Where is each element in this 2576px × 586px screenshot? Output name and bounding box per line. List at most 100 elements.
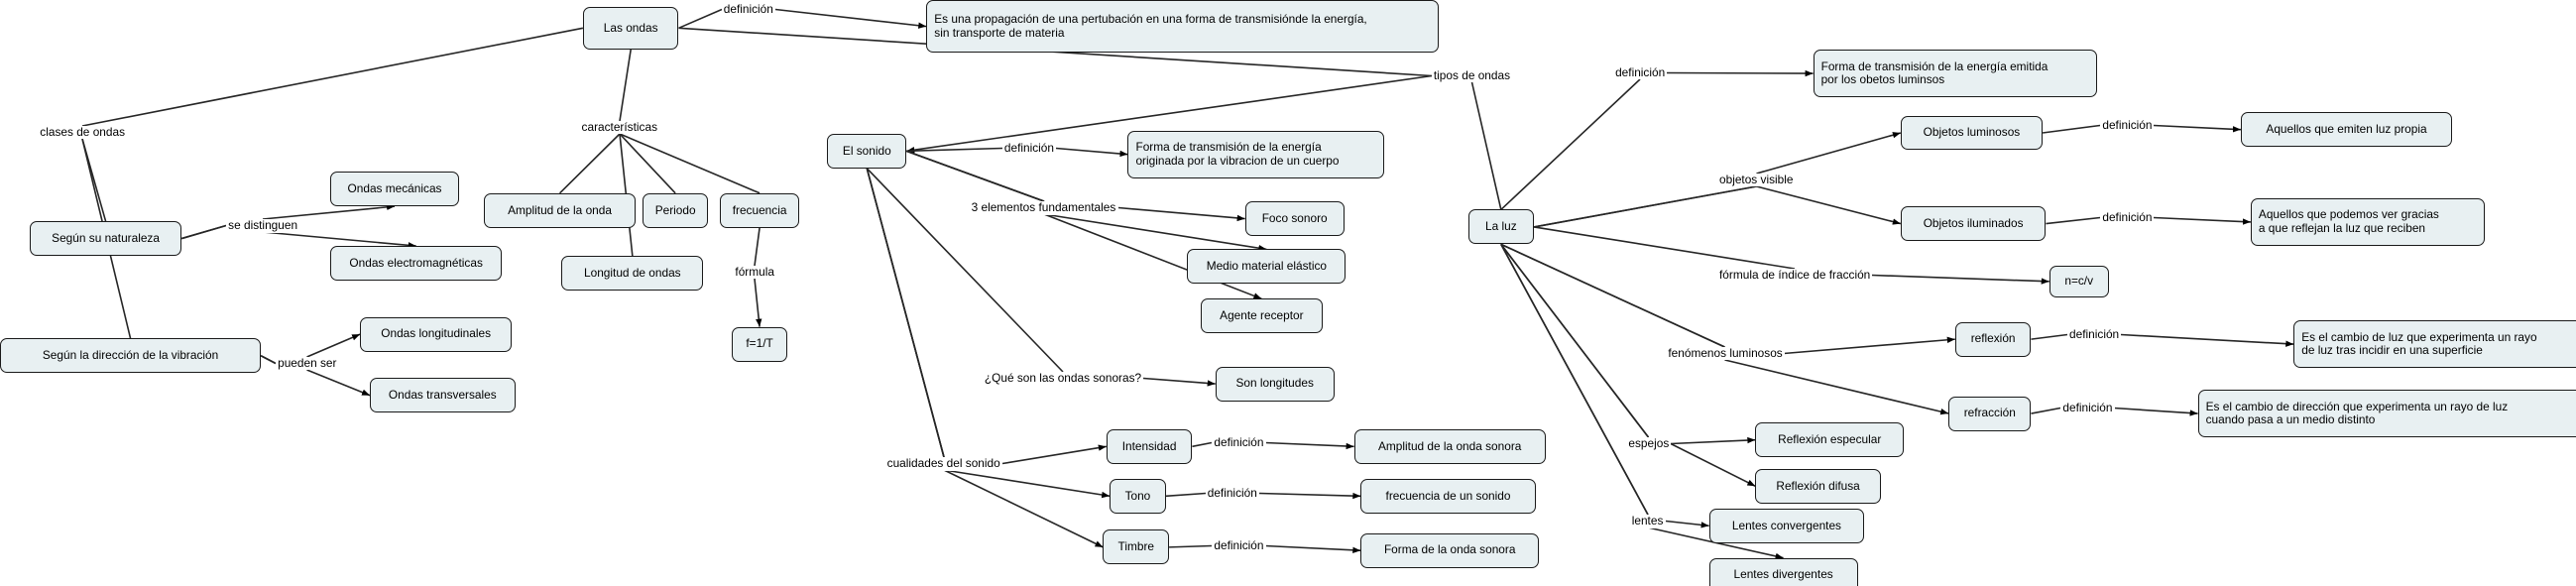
node-reflexion_espec[interactable]: Reflexión especular — [1755, 422, 1905, 458]
node-obj_luminosos[interactable]: Objetos luminosos — [1900, 115, 2044, 151]
connector — [2031, 407, 2061, 414]
node-def_refraccion[interactable]: Es el cambio de dirección que experiment… — [2197, 389, 2576, 438]
edge-label-l_def_intensidad: definición — [1212, 434, 1266, 449]
connector — [906, 150, 1045, 202]
connector — [774, 8, 927, 29]
node-longitudinales[interactable]: Ondas longitudinales — [360, 316, 513, 352]
node-direccion[interactable]: Según la dirección de la vibración — [0, 338, 262, 374]
connector — [1117, 206, 1245, 222]
connector — [678, 8, 723, 30]
node-foco_sonoro[interactable]: Foco sonoro — [1244, 201, 1345, 237]
connector — [1756, 132, 1902, 175]
node-lentes_conv[interactable]: Lentes convergentes — [1708, 508, 1865, 543]
connector — [1670, 442, 1756, 487]
node-agente_receptor[interactable]: Agente receptor — [1200, 298, 1323, 334]
connector — [1500, 243, 1725, 348]
connector — [1724, 359, 1949, 415]
connector — [180, 224, 227, 240]
connector — [306, 333, 361, 358]
node-def_sonido[interactable]: Forma de transmisión de la energía origi… — [1127, 130, 1384, 178]
node-frec_sonido[interactable]: frecuencia de un sonido — [1360, 478, 1536, 514]
node-ondas[interactable]: Las ondas — [582, 6, 679, 50]
connector — [260, 355, 277, 365]
connector — [1142, 377, 1216, 387]
connector — [1500, 243, 1725, 348]
connector — [2120, 333, 2294, 347]
connector — [2042, 124, 2101, 134]
connector — [1470, 81, 1502, 210]
node-reflejan_luz[interactable]: Aquellos que podemos ver gracias a que r… — [2250, 197, 2486, 247]
edge-label-l_lentes: lentes — [1629, 514, 1666, 528]
connector — [2046, 216, 2101, 225]
connector — [180, 224, 227, 240]
connector — [943, 469, 1111, 499]
connector — [2153, 124, 2241, 133]
node-lentes_div[interactable]: Lentes divergentes — [1708, 557, 1858, 586]
node-frecuencia[interactable]: frecuencia — [720, 192, 800, 228]
edge-label-l_cualidades: cualidades del sonido — [884, 456, 1002, 471]
connector — [1756, 185, 1902, 225]
edge-label-l_def_luminosos: definición — [2100, 117, 2155, 133]
connector — [1666, 69, 1814, 77]
node-amplitud_sonora[interactable]: Amplitud de la onda sonora — [1353, 428, 1546, 464]
connector — [1500, 244, 1649, 516]
node-obj_iluminados[interactable]: Objetos iluminados — [1900, 206, 2047, 242]
connector — [943, 469, 1104, 548]
node-longitud_ondas[interactable]: Longitud de ondas — [561, 256, 704, 291]
edge-label-l_tipos_ondas: tipos de ondas — [1431, 67, 1513, 83]
edge-label-l_def_tono: definición — [1205, 486, 1259, 501]
connector — [1670, 436, 1756, 445]
node-def_ondas[interactable]: Es una propagación de una pertubación en… — [926, 0, 1439, 54]
connector — [1165, 492, 1207, 498]
connector — [866, 168, 945, 458]
connector — [2031, 333, 2068, 340]
connector — [866, 168, 1064, 373]
node-son_longitudes[interactable]: Son longitudes — [1215, 366, 1335, 402]
connector — [306, 369, 371, 397]
node-forma_onda_sonora[interactable]: Forma de la onda sonora — [1360, 532, 1540, 568]
node-naturaleza[interactable]: Según su naturaleza — [29, 221, 182, 257]
node-reflexion[interactable]: reflexión — [1954, 321, 2032, 357]
connector — [1500, 243, 1650, 438]
node-timbre[interactable]: Timbre — [1103, 529, 1170, 565]
connector — [1665, 520, 1709, 528]
node-periodo[interactable]: Periodo — [642, 192, 709, 228]
node-transversales[interactable]: Ondas transversales — [370, 378, 516, 413]
node-formula_fT[interactable]: f=1/T — [731, 326, 788, 362]
connector — [906, 147, 1003, 153]
node-luz[interactable]: La luz — [1467, 209, 1535, 245]
node-n_cv[interactable]: n=c/v — [2049, 266, 2109, 297]
node-reflexion_difusa[interactable]: Reflexión difusa — [1755, 468, 1881, 504]
connector — [2153, 216, 2251, 225]
node-def_reflexion[interactable]: Es el cambio de luz que experimenta un r… — [2293, 319, 2576, 369]
edge-label-l_def_timbre: definición — [1212, 538, 1266, 553]
connector — [1500, 243, 1650, 438]
node-medio_material[interactable]: Medio material elástico — [1187, 249, 1347, 285]
edge-label-l_obj_visible: objetos visible — [1717, 172, 1796, 187]
connector — [1001, 444, 1107, 465]
connector — [1533, 185, 1757, 228]
connector — [262, 203, 396, 220]
node-def_luz[interactable]: Forma de transmisión de la energía emiti… — [1813, 49, 2098, 98]
connector — [260, 355, 277, 365]
node-electromag[interactable]: Ondas electromagnéticas — [330, 246, 503, 281]
connector — [1264, 544, 1361, 554]
connector — [1533, 185, 1757, 228]
edge-label-l_fenomenos: fenómenos luminosos — [1666, 345, 1785, 361]
node-sonido[interactable]: El sonido — [827, 133, 907, 169]
node-refraccion[interactable]: refracción — [1948, 396, 2032, 431]
edge-label-l_def_reflexion: definición — [2067, 327, 2122, 342]
connector — [1043, 213, 1267, 252]
node-tono[interactable]: Tono — [1110, 478, 1166, 514]
node-intensidad[interactable]: Intensidad — [1106, 428, 1193, 464]
connector — [1055, 147, 1128, 158]
node-mecanicas[interactable]: Ondas mecánicas — [330, 172, 459, 207]
connector — [754, 227, 761, 267]
connector — [619, 133, 676, 194]
connector — [1871, 274, 2049, 285]
node-amplitud_onda[interactable]: Amplitud de la onda — [483, 192, 637, 228]
node-emiten_propia[interactable]: Aquellos que emiten luz propia — [2240, 112, 2453, 148]
connector — [81, 138, 107, 222]
connector — [906, 150, 1045, 202]
